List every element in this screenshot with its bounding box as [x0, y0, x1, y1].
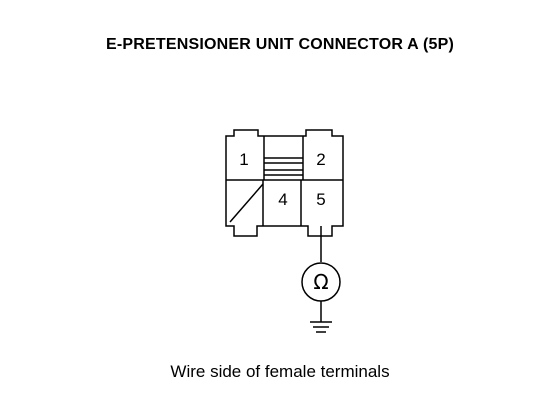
unused-cavity — [229, 183, 264, 223]
pin-2-label: 2 — [316, 150, 325, 169]
pin-5-label: 5 — [316, 190, 325, 209]
pin-1-label: 1 — [239, 150, 248, 169]
diagram-caption: Wire side of female terminals — [170, 362, 390, 381]
connector-housing — [225, 129, 344, 237]
pin-4-label: 4 — [278, 190, 287, 209]
ground-icon — [310, 321, 332, 333]
page-title: E-PRETENSIONER UNIT CONNECTOR A (5P) — [106, 36, 454, 53]
ohm-symbol: Ω — [313, 270, 328, 294]
